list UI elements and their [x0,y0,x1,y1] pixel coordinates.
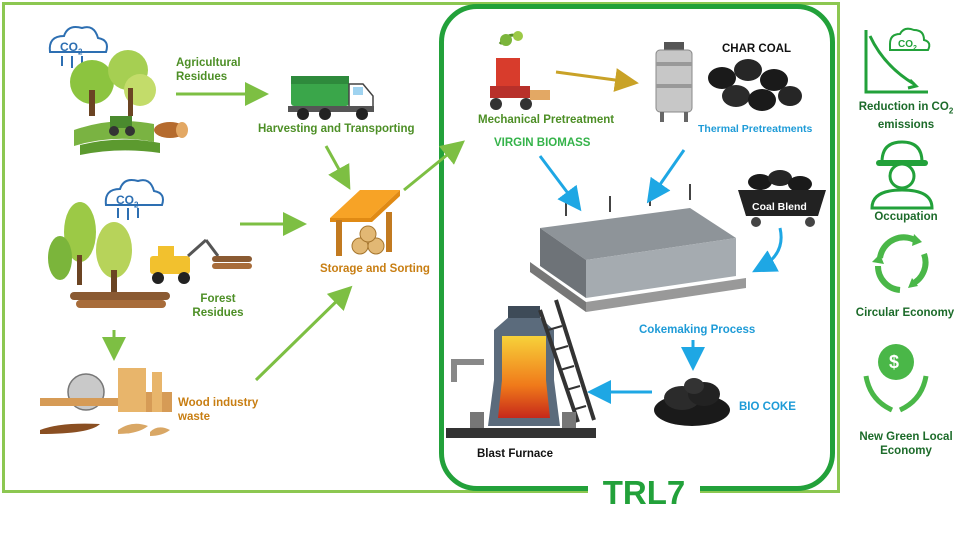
co2-badge-forest: CO2 [116,193,139,210]
coke-oven-illustration [530,184,746,312]
blast-furnace-illustration [446,299,596,438]
arrow-storage-to-mechanical [403,140,465,192]
chipper-illustration [490,31,550,110]
label-mechanical: Mechanical Pretreatment [478,114,615,126]
trl7-label: TRL7 [588,474,700,512]
label-coal-blend: Coal Blend [752,201,807,213]
label-wood-waste: Wood industry waste [178,397,259,423]
circular-economy-icon [872,234,929,293]
coal-blend-cart-illustration [738,170,826,227]
label-circular-economy: Circular Economy [855,307,955,319]
co2-icon-text: CO2 [898,39,917,52]
label-storage: Storage and Sorting [320,263,430,275]
label-char-coal: CHAR COAL [722,43,791,55]
arrow-blend-to-oven [752,227,783,273]
label-thermal: Thermal Pretreatments [698,123,813,135]
storage-shed-illustration [330,190,400,256]
dollar-icon: $ [889,352,900,372]
diagram-frame [2,2,840,493]
label-bio-coke: BIO COKE [739,401,796,413]
bio-coke-illustration [654,378,730,426]
label-forest-residues: Forest Residues [192,293,244,319]
co2-reduction-icon [864,27,931,94]
arrow-mechanical-to-thermal [555,68,639,92]
worker-icon [870,140,934,210]
label-virgin-biomass: VIRGIN BIOMASS [494,137,591,149]
label-occupation: Occupation [874,211,938,223]
forest-residues-illustration [48,179,252,308]
char-coal-illustration [708,59,802,111]
arrow-wood-to-storage [254,285,353,382]
green-economy-icon [863,344,929,413]
label-agricultural-residues: Agricultural Residues [176,57,241,83]
arrow-biomass-to-oven [538,155,582,212]
co2-badge-agri: CO2 [60,40,83,57]
thermal-reactor-illustration [655,42,693,122]
label-cokemaking: Cokemaking Process [639,324,756,336]
agricultural-residues-illustration [48,26,188,155]
arrow-harvest-to-storage [324,145,351,190]
transport-truck-illustration [288,76,374,120]
wood-waste-illustration [40,368,172,436]
arrow-thermal-to-oven [646,149,686,204]
label-blast-furnace: Blast Furnace [477,448,554,460]
label-harvesting: Harvesting and Transporting [258,123,415,135]
